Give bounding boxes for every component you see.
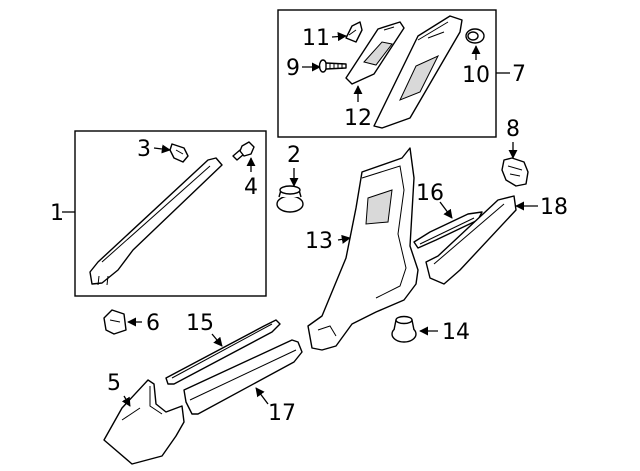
a-pillar-group-box — [74, 130, 267, 297]
callout-9: 9 — [286, 56, 300, 81]
callout-4: 4 — [244, 175, 258, 200]
callout-16: 16 — [416, 181, 444, 206]
push-pin-part-14 — [391, 315, 417, 343]
callout-7: 7 — [512, 62, 526, 87]
callout-15: 15 — [186, 311, 214, 336]
b-pillar-upper-trim-7 — [373, 15, 463, 129]
callout-labels: 1 2 3 4 5 6 7 8 9 10 11 12 13 14 15 16 1… — [50, 26, 568, 426]
callout-8: 8 — [506, 117, 520, 142]
callout-14: 14 — [442, 320, 470, 345]
b-pillar-cover-12 — [345, 21, 405, 85]
callout-1: 1 — [50, 201, 64, 226]
callout-6: 6 — [146, 311, 160, 336]
clip-part-11 — [345, 21, 363, 43]
callout-11: 11 — [302, 26, 330, 51]
callout-10: 10 — [462, 63, 490, 88]
a-pillar-trim — [89, 157, 223, 286]
kick-panel-part-5 — [103, 379, 185, 465]
sill-plate-part-17 — [183, 339, 303, 415]
clip-part-6 — [103, 309, 127, 335]
pin-clip-part — [169, 143, 189, 163]
leader-lines — [62, 32, 538, 407]
callout-2: 2 — [287, 143, 301, 168]
callout-17: 17 — [268, 401, 296, 426]
screw-part — [318, 59, 347, 73]
push-pin-part — [276, 185, 304, 213]
callout-3: 3 — [137, 137, 151, 162]
retainer-clip-part — [501, 157, 529, 187]
sill-strip-part-15 — [165, 319, 281, 385]
callout-13: 13 — [305, 229, 333, 254]
grommet-part-10 — [465, 28, 485, 44]
callout-18: 18 — [540, 195, 568, 220]
b-pillar-lower-trim — [307, 147, 419, 351]
bolt-part — [232, 141, 255, 161]
callout-5: 5 — [107, 371, 121, 396]
quarter-trim-part-18 — [425, 195, 517, 285]
callout-12: 12 — [344, 106, 372, 131]
